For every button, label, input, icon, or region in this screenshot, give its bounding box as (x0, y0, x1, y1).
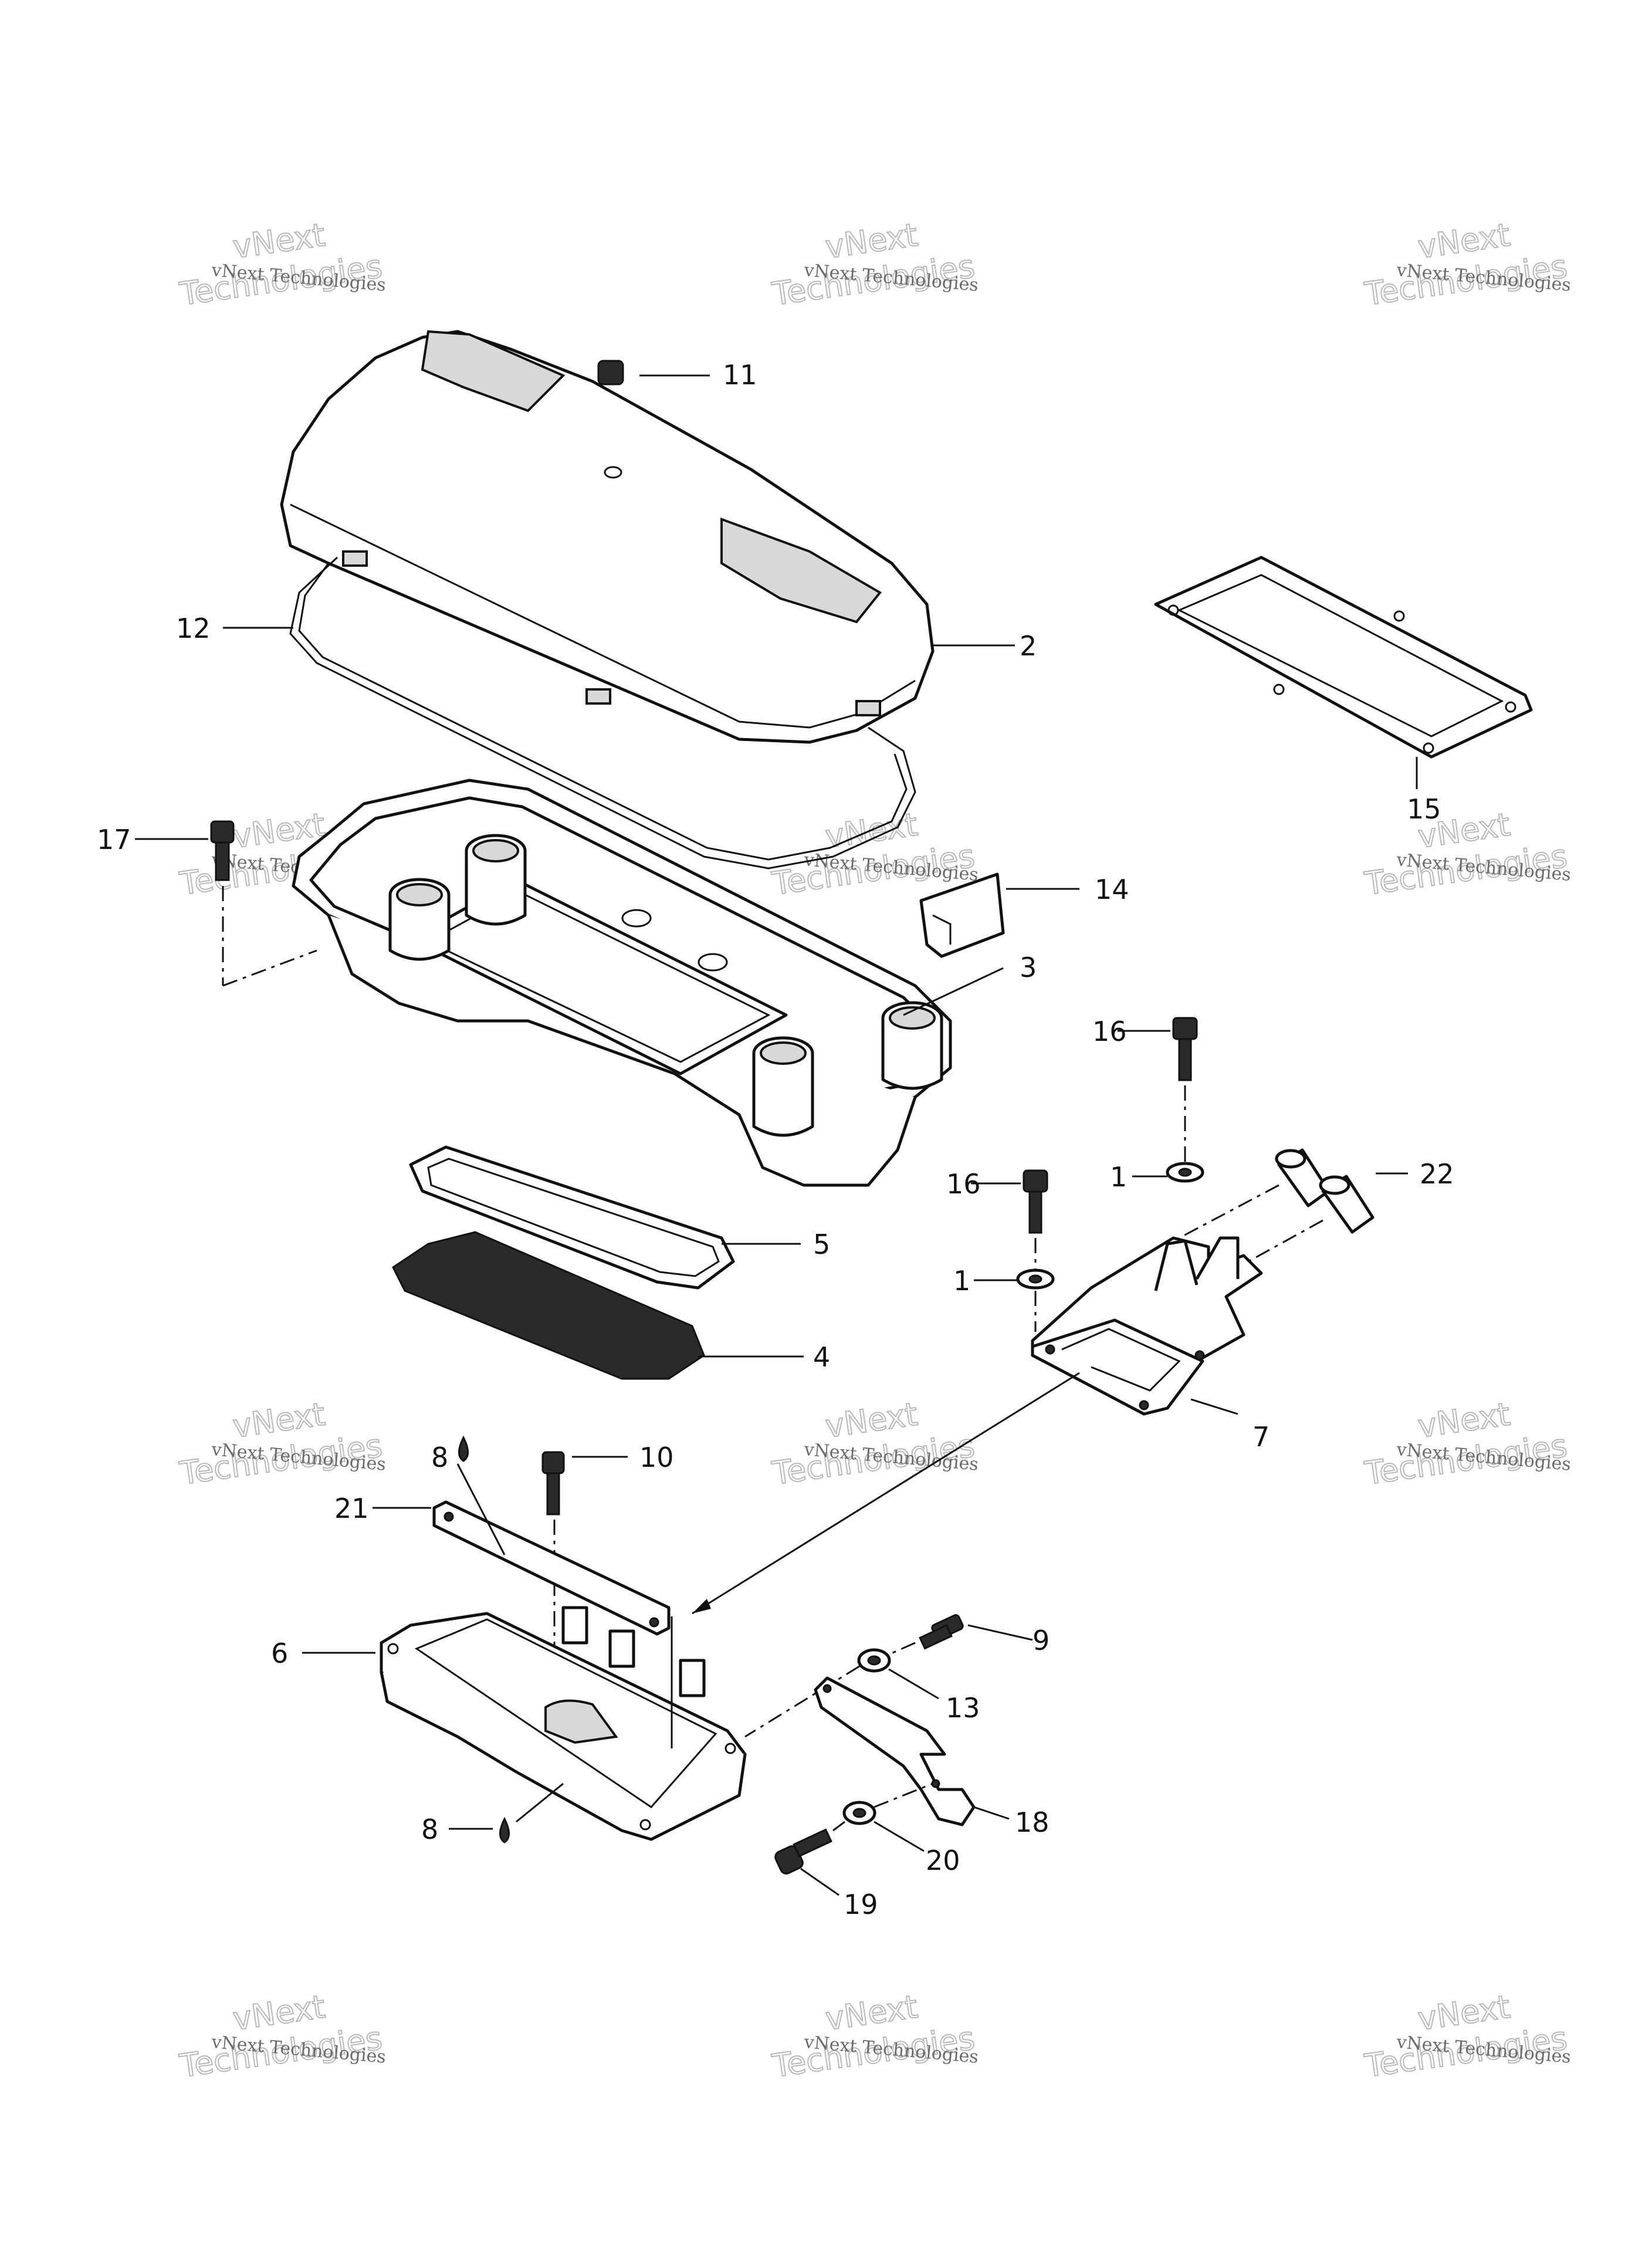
air-silencer-base (292, 779, 952, 1187)
callout-14: 14 (1095, 874, 1129, 905)
callout-21: 21 (334, 1493, 369, 1524)
filter-screen (392, 1231, 705, 1380)
arrow-head-7 (692, 1599, 711, 1613)
callout-13: 13 (946, 1692, 980, 1724)
callout-4: 4 (813, 1341, 830, 1373)
watermark-bottom-center: vNext Technologies vNext Technologies (769, 1988, 979, 2085)
watermark-mid2-right: vNext Technologies vNext Technologies (1362, 1395, 1572, 1493)
callout-1-lower: 1 (953, 1265, 970, 1297)
callout-20: 20 (926, 1845, 960, 1876)
screw-16-lower (1016, 1169, 1055, 1290)
sealant-drop-upper (458, 1435, 469, 1462)
callout-10: 10 (639, 1442, 674, 1473)
dash-line-20 (874, 1782, 933, 1808)
watermark-mid2-center: vNext Technologies vNext Technologies (769, 1395, 979, 1493)
mounting-plate (814, 1676, 976, 1826)
callout-22: 22 (1420, 1158, 1454, 1190)
callout-11: 11 (723, 359, 757, 391)
screw-17 (210, 820, 235, 881)
callout-8-lower: 8 (421, 1814, 438, 1845)
watermark-mid2-left: vNext Technologies vNext Technologies (177, 1395, 387, 1493)
arrow-line-7 (692, 1372, 1080, 1615)
dash-line-19 (832, 1821, 845, 1832)
watermark-mid1-right: vNext Technologies vNext Technologies (1362, 806, 1572, 903)
sealant-drop-lower (499, 1816, 510, 1843)
dash-line-13 (744, 1665, 860, 1738)
screw-19 (774, 1828, 832, 1875)
callout-8-upper: 8 (431, 1442, 448, 1473)
retaining-clip (919, 872, 1005, 958)
callout-1-upper: 1 (1110, 1161, 1127, 1193)
washer-20 (842, 1801, 876, 1825)
watermark-bottom-left: vNext Technologies vNext Technologies (177, 1988, 387, 2085)
screw-16-upper (1166, 1017, 1204, 1183)
base-gasket (409, 1145, 735, 1290)
callout-7: 7 (1252, 1421, 1270, 1453)
support-strip (432, 1500, 671, 1636)
dash-line-17b (222, 949, 317, 987)
flame-arrester-gasket (1154, 556, 1533, 759)
callout-15: 15 (1407, 793, 1441, 825)
callout-19: 19 (844, 1889, 878, 1920)
watermark-top-center: vNext Technologies vNext Technologies (769, 216, 979, 313)
callout-17: 17 (97, 824, 131, 855)
dash-line-22a (1179, 1184, 1279, 1239)
mounting-bracket (1031, 1236, 1263, 1416)
screw-9 (919, 1614, 964, 1650)
plug-cap (597, 360, 710, 385)
callout-5: 5 (813, 1229, 830, 1260)
dash-line-9 (888, 1642, 916, 1656)
cover-seal-ring (289, 556, 916, 870)
callout-6: 6 (271, 1638, 288, 1669)
callout-9: 9 (1032, 1625, 1050, 1656)
watermark-top-right: vNext Technologies vNext Technologies (1362, 216, 1572, 313)
callout-2: 2 (1020, 630, 1037, 662)
air-silencer-cover (280, 330, 935, 744)
washer-13 (857, 1648, 891, 1673)
fitting-pair (1275, 1148, 1375, 1234)
watermark-top-left: vNext Technologies vNext Technologies (177, 216, 387, 313)
dash-line-22b (1237, 1219, 1323, 1268)
callout-16-lower: 16 (946, 1168, 981, 1200)
leader-lines (135, 627, 1418, 1896)
callout-18: 18 (1015, 1807, 1050, 1838)
screw-10 (541, 1451, 565, 1515)
callout-16-upper: 16 (1092, 1016, 1127, 1047)
watermark-bottom-right: vNext Technologies vNext Technologies (1362, 1988, 1572, 2085)
lower-housing (380, 1606, 747, 1841)
callout-3: 3 (1020, 952, 1037, 983)
callout-12: 12 (176, 613, 211, 644)
